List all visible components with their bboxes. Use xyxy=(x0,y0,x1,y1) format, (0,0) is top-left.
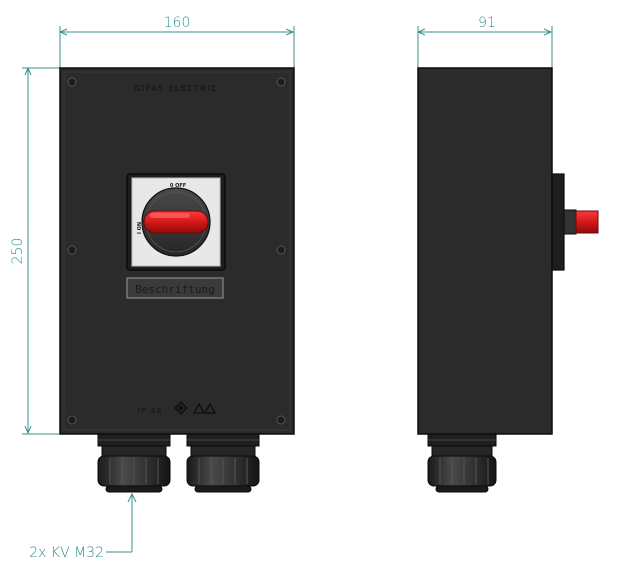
dimension-depth-value: 91 xyxy=(478,15,496,31)
nameplate xyxy=(126,277,224,299)
switch-on-label: I ON xyxy=(137,222,143,234)
enclosure-side xyxy=(417,67,553,435)
dimension-height: 250 xyxy=(10,67,60,435)
switch-housing-side xyxy=(551,173,565,271)
side-view xyxy=(417,67,599,493)
dimension-depth: 91 xyxy=(417,15,553,68)
cable-gland-left xyxy=(97,433,171,493)
dimension-width-value: 160 xyxy=(164,15,191,31)
screw-icon xyxy=(67,77,286,425)
nameplate-text: Beschriftung xyxy=(135,283,214,296)
callout-cable-glands: 2x KV M32 xyxy=(29,492,137,561)
red-handle-side xyxy=(575,210,599,234)
rotary-switch-handle[interactable] xyxy=(141,187,211,257)
dimension-height-value: 250 xyxy=(10,238,26,265)
cable-gland-side xyxy=(427,433,497,493)
switch-off-label: 0 OFF xyxy=(170,183,186,189)
callout-text: 2x KV M32 xyxy=(29,545,104,561)
front-view: GIFAS ELECTRIC 0 OFF I ON Beschriftung I… xyxy=(59,67,295,493)
ex-symbol-icon xyxy=(174,401,188,415)
cable-gland-right xyxy=(186,433,260,493)
enclosure-front xyxy=(59,67,295,435)
dimension-width: 160 xyxy=(59,15,295,68)
warning-triangle-icon xyxy=(192,402,217,414)
ip-rating-label: IP 66 xyxy=(138,407,163,415)
brand-label: GIFAS ELECTRIC xyxy=(134,84,218,93)
